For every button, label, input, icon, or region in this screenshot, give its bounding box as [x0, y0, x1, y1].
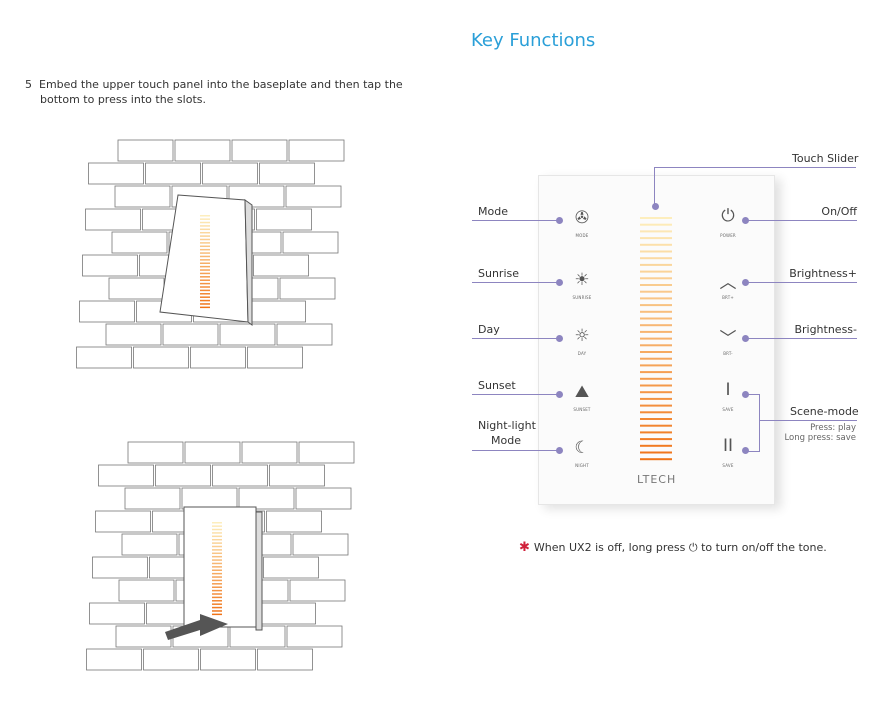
note-text: When UX2 is off, long press [533, 541, 686, 554]
button-caption: MODE [575, 233, 589, 238]
scene-long-press-text: Long press: save [784, 433, 856, 443]
installation-illustrations [76, 139, 355, 671]
button-caption: SAVE [722, 463, 734, 468]
panel-tilted-illustration [159, 194, 253, 326]
button-caption: SUNSET [573, 407, 591, 412]
page-title: Key Functions [471, 30, 596, 51]
button-caption: SUNRISE [572, 295, 592, 300]
label-3: Sunset [478, 379, 516, 392]
label-2: Day [478, 323, 500, 336]
label-right-0: On/Off [821, 205, 857, 218]
press-arrow-icon [165, 614, 228, 640]
note-text-2: to turn on/off the tone. [701, 541, 827, 554]
button-caption: BRT+ [722, 295, 734, 300]
step-instruction: 5 Embed the upper touch panel into the b… [25, 77, 405, 107]
asterisk-icon: ✱ [519, 540, 530, 555]
step-text-2: bottom to press into the slots. [40, 93, 206, 106]
sunset-icon[interactable]: ⛰ [574, 382, 590, 402]
sunrise-icon[interactable]: ☀ [574, 270, 590, 290]
label-1: Sunrise [478, 267, 520, 280]
brand-logo: LTECH [637, 473, 677, 486]
button-caption: SAVE [722, 407, 734, 412]
panel-installed-illustration [165, 506, 263, 640]
button-caption: POWER [720, 233, 736, 238]
night-icon[interactable]: ☾ [574, 438, 590, 458]
label-right-2: Brightness- [794, 323, 857, 336]
chevron-up-icon[interactable]: ︿ [719, 273, 737, 293]
scene-press-text: Press: play [810, 423, 856, 433]
day-icon[interactable]: ☼ [574, 326, 590, 346]
power-icon: ⏻ [688, 541, 698, 554]
button-caption: NIGHT [575, 463, 589, 468]
label-right-1: Brightness+ [789, 267, 857, 280]
step-text: Embed the upper touch panel into the bas… [39, 78, 403, 91]
scene-1-icon[interactable]: I [725, 380, 731, 400]
button-caption: DAY [577, 351, 587, 356]
mode-icon[interactable]: ✇ [574, 208, 590, 228]
chevron-down-icon[interactable]: ﹀ [719, 329, 737, 349]
scene-2-icon[interactable]: II [722, 436, 734, 456]
step-number: 5 [25, 78, 32, 91]
power-icon[interactable]: ⏻ [721, 206, 735, 226]
scene-mode-label: Scene-mode [790, 405, 859, 418]
touch-panel [538, 175, 775, 505]
button-caption: BRT- [723, 351, 733, 356]
label-0: Mode [478, 205, 508, 218]
note: ✱When UX2 is off, long press ⏻ to turn o… [519, 540, 827, 555]
touch-slider-label: Touch Slider [792, 152, 859, 165]
